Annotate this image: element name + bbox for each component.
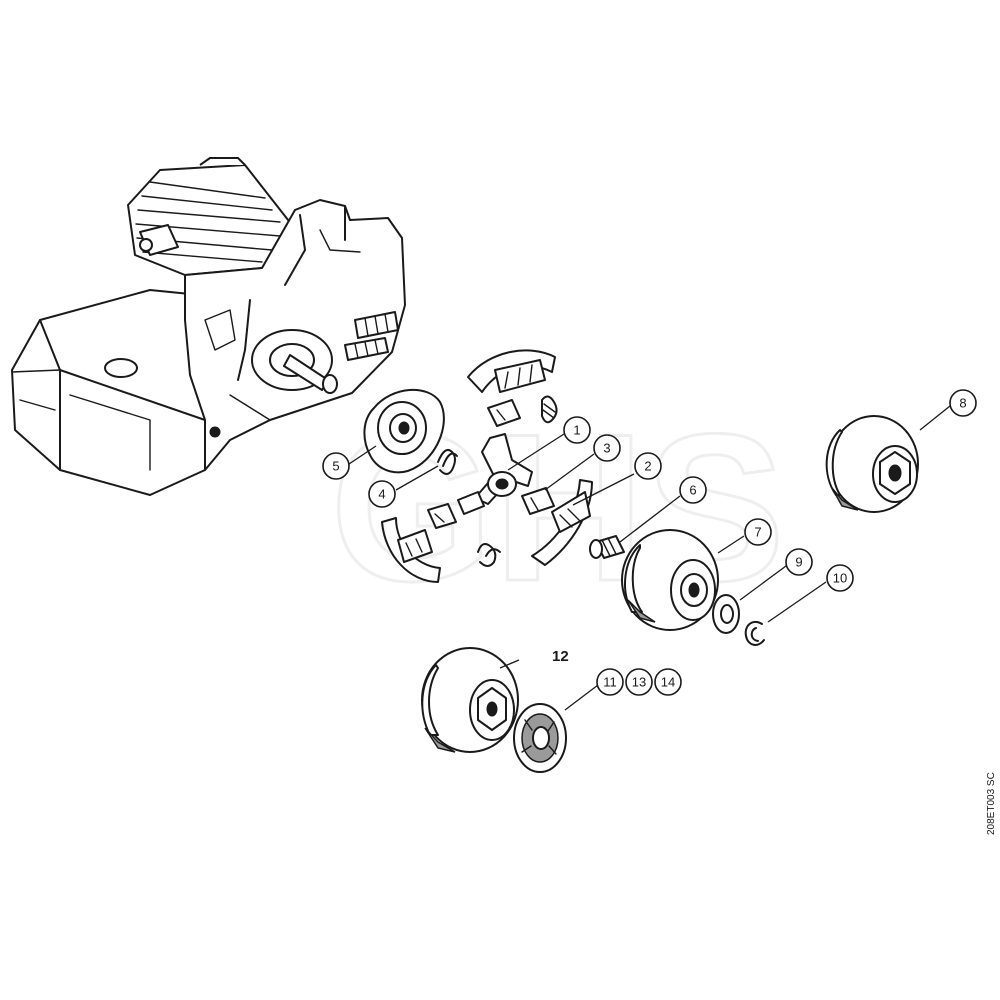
svg-text:9: 9 bbox=[795, 555, 802, 570]
callout-4: 4 bbox=[368, 480, 396, 508]
part-8-sprocket-drum bbox=[825, 415, 919, 513]
svg-text:13: 13 bbox=[632, 675, 646, 690]
svg-text:2: 2 bbox=[644, 459, 651, 474]
svg-text:7: 7 bbox=[754, 525, 761, 540]
callout-5: 5 bbox=[322, 452, 350, 480]
svg-text:14: 14 bbox=[661, 675, 675, 690]
part-11-rim-sprocket bbox=[513, 703, 567, 773]
callout-11: 11 bbox=[596, 668, 624, 696]
svg-text:4: 4 bbox=[378, 487, 385, 502]
part-4-spring bbox=[437, 449, 458, 475]
part-5-washer-disc bbox=[363, 389, 445, 474]
callout-14: 14 bbox=[654, 668, 682, 696]
part-10-e-clip bbox=[744, 620, 765, 646]
part-6-needle-bearing bbox=[589, 535, 625, 559]
engine-assembly bbox=[11, 157, 406, 496]
part-9-washer bbox=[712, 594, 740, 634]
svg-text:3: 3 bbox=[603, 441, 610, 456]
callout-3: 3 bbox=[593, 434, 621, 462]
callout-6: 6 bbox=[679, 476, 707, 504]
part-2-clutch-shoe bbox=[531, 479, 593, 566]
part-7-clutch-drum bbox=[621, 529, 719, 631]
svg-text:1: 1 bbox=[573, 423, 580, 438]
svg-text:11: 11 bbox=[603, 675, 617, 690]
callout-1: 1 bbox=[563, 416, 591, 444]
callout-10: 10 bbox=[826, 564, 854, 592]
part-1-clutch-carrier bbox=[457, 433, 533, 515]
clutch-shoe-upper bbox=[467, 349, 556, 393]
leader-lines bbox=[348, 405, 951, 711]
callout-2: 2 bbox=[634, 452, 662, 480]
svg-text:8: 8 bbox=[959, 396, 966, 411]
clutch-shoe-spring-top bbox=[541, 395, 558, 424]
callout-7: 7 bbox=[744, 518, 772, 546]
shoe-clip-upper bbox=[487, 399, 521, 427]
group-label-12: 12 bbox=[552, 648, 569, 665]
reference-code: 208ET003 SC bbox=[986, 772, 997, 835]
callout-8: 8 bbox=[949, 389, 977, 417]
svg-text:6: 6 bbox=[689, 483, 696, 498]
clutch-shoe-lower bbox=[381, 517, 441, 583]
callout-9: 9 bbox=[785, 548, 813, 576]
shoe-clip-lower bbox=[427, 503, 457, 529]
part-12-rim-drum bbox=[421, 647, 519, 753]
svg-text:10: 10 bbox=[833, 571, 847, 586]
clutch-shoe-spring-bottom bbox=[477, 543, 501, 567]
part-3-spring-clip bbox=[521, 487, 555, 515]
callout-13: 13 bbox=[625, 668, 653, 696]
svg-text:5: 5 bbox=[332, 459, 339, 474]
